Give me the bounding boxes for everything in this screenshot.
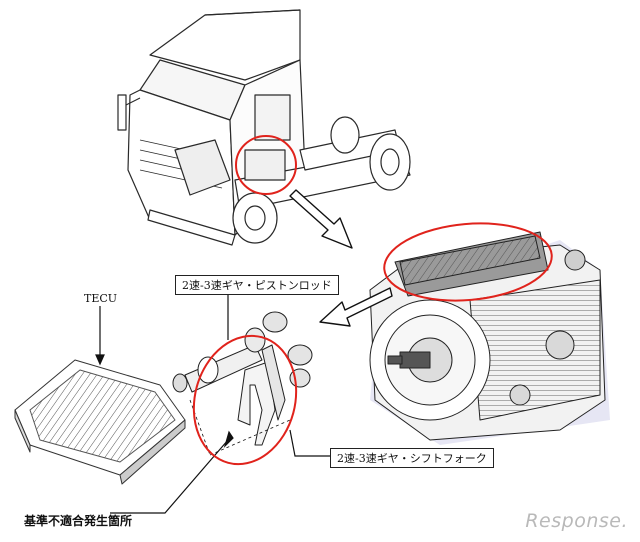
highlight-circle-truck <box>235 135 297 195</box>
truck-drawing <box>117 9 411 246</box>
highlight-circle-control-unit <box>383 222 553 302</box>
piston-rod-label: 2速-3速ギヤ・ピストンロッド <box>175 275 339 295</box>
tecu-label: TECU <box>84 292 118 305</box>
highlight-circle-parts <box>192 334 298 466</box>
shift-fork-label: 2速-3速ギヤ・シフトフォーク <box>330 448 494 468</box>
defect-location-label: 基準不適合発生箇所 <box>24 514 133 528</box>
connector-lines <box>95 290 330 514</box>
pointer-arrows <box>289 189 393 327</box>
transmission-drawing <box>369 231 610 445</box>
highlight-circles <box>192 135 553 466</box>
response-logo: Response. <box>525 510 628 532</box>
tecu-drawing <box>14 359 186 485</box>
shift-parts-drawing <box>172 311 313 446</box>
